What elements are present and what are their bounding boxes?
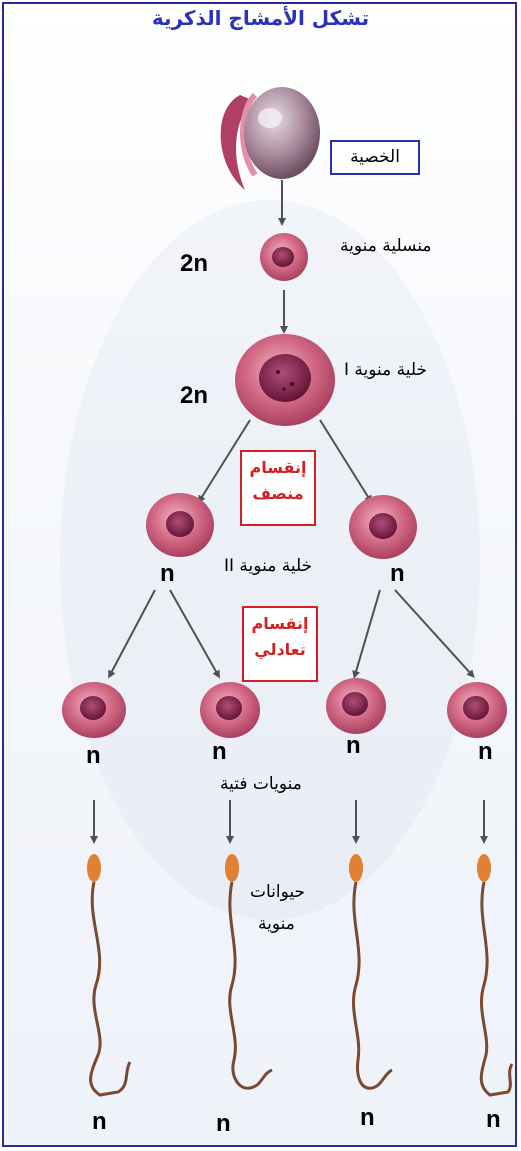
spermatid-cell-4 [447,682,507,738]
spermatid-1-ploidy: n [86,742,101,769]
sperm-cell-3 [349,854,393,1090]
sperm-2-ploidy: n [216,1110,231,1137]
primary-spermatocyte-cell [235,334,335,426]
meiosis-division-box: إنقسام منصف [240,450,316,526]
meiosis-division-line1: إنقسام [249,458,307,477]
sperm-1-ploidy: n [92,1108,107,1135]
sperm-cell-2 [225,854,273,1090]
spermatozoa-label-line2: منوية [258,914,295,934]
spermatid-cell-2 [200,682,260,738]
sperm-3-ploidy: n [360,1104,375,1131]
arrows [90,180,488,844]
testis-illustration [220,87,320,190]
primary-ploidy: 2n [180,382,209,409]
secondary-right-ploidy: n [390,560,405,587]
diagram-title: تشكل الأمشاج الذكرية [151,6,370,30]
sperm-cell-1 [87,854,132,1097]
meiosis-division-line2: منصف [252,484,304,503]
mitotic-division-line1: إنقسام [251,614,309,633]
secondary-spermatocyte-left [146,493,214,557]
background-silhouette [60,200,480,920]
primary-spermatocyte-label: خلية منوية I [344,360,428,380]
spermatids-label: منويات فتية [220,774,302,794]
spermatogonium-cell [260,233,308,281]
mitotic-division-line2: تعادلي [254,640,306,659]
spermatid-3-ploidy: n [346,732,361,759]
spermatogonium-label: منسلية منوية [340,236,432,256]
secondary-left-ploidy: n [160,560,175,587]
spermatid-cell-1 [62,682,126,738]
sperm-4-ploidy: n [486,1106,501,1133]
spermatogonium-ploidy: 2n [180,250,209,277]
spermatozoa-label-line1: حيوانات [250,882,306,902]
secondary-spermatocyte-label: خلية منوية II [224,556,313,576]
sperm-cell-4 [477,854,514,1097]
secondary-spermatocyte-right [349,495,417,559]
spermatid-4-ploidy: n [478,738,493,765]
spermatid-cell-3 [326,678,386,734]
spermatid-2-ploidy: n [212,738,227,765]
testis-label: الخصية [330,140,420,175]
mitotic-division-box: إنقسام تعادلي [242,606,318,682]
